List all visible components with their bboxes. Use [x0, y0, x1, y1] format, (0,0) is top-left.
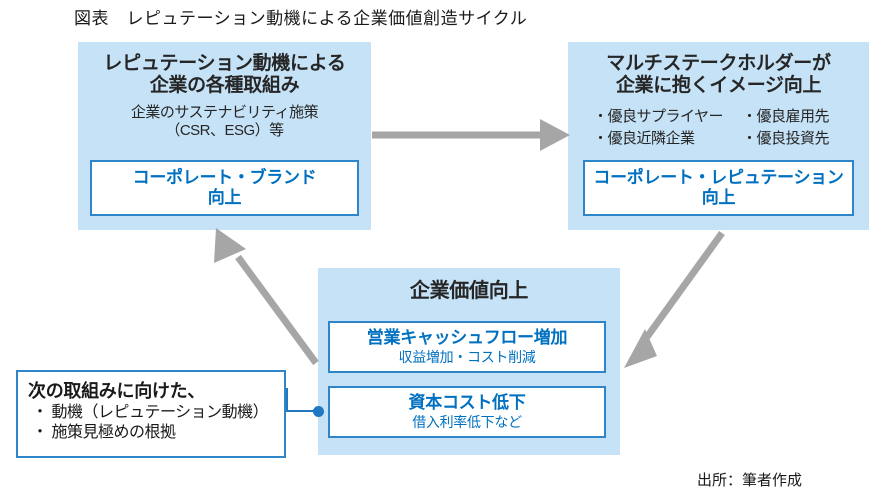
panel-stakeholders: マルチステークホルダーが 企業に抱くイメージ向上 ・優良サプライヤー ・優良雇用… — [568, 42, 869, 230]
panel-corporate-value-heading: 企業価値向上 — [409, 280, 529, 302]
figure-title: 図表 レピュテーション動機による企業価値創造サイクル — [74, 9, 528, 28]
callout-list-item-basis: ・ 施策見極めの根拠 — [32, 424, 176, 442]
arrow-initiatives-to-stakeholders — [372, 119, 570, 151]
connector-line-callout — [286, 410, 320, 412]
connector-line-callout-vertical — [286, 388, 288, 412]
list-item: ・優良雇用先 — [742, 108, 830, 125]
inner-box-cost-of-capital[interactable]: 資本コスト低下 借入利率低下など — [328, 386, 606, 438]
list-item: ・優良サプライヤー — [593, 108, 724, 125]
inner-box-operating-cash-flow-subtitle: 収益増加・コスト削減 — [398, 349, 536, 366]
inner-box-corporate-reputation-title: コーポレート・レピュテーション 向上 — [593, 167, 844, 207]
callout-list-item-motive: ・ 動機（レピュテーション動機） — [32, 403, 269, 421]
panel-initiatives-subtitle: 企業のサステナビリティ施策 （CSR、ESG）等 — [130, 104, 319, 140]
source-note: 出所：筆者作成 — [697, 473, 803, 489]
panel-stakeholders-bullets: ・優良サプライヤー ・優良雇用先 ・優良近隣企業 ・優良投資先 — [593, 105, 867, 149]
inner-box-operating-cash-flow[interactable]: 営業キャッシュフロー増加 収益増加・コスト削減 — [328, 321, 606, 373]
inner-box-cost-of-capital-title: 資本コスト低下 — [408, 392, 526, 412]
inner-box-corporate-brand-title: コーポレート・ブランド 向上 — [132, 167, 317, 207]
inner-box-corporate-reputation[interactable]: コーポレート・レピュテーション 向上 — [583, 160, 854, 216]
connector-dot-callout — [313, 406, 324, 417]
inner-box-cost-of-capital-subtitle: 借入利率低下など — [412, 414, 522, 431]
inner-box-operating-cash-flow-title: 営業キャッシュフロー増加 — [366, 327, 568, 347]
callout-title: 次の取組みに向けた、 — [28, 381, 205, 401]
panel-stakeholders-heading: マルチステークホルダーが 企業に抱くイメージ向上 — [606, 53, 831, 97]
callout-next-initiatives[interactable]: 次の取組みに向けた、 ・ 動機（レピュテーション動機） ・ 施策見極めの根拠 — [16, 370, 286, 458]
panel-corporate-value: 企業価値向上 営業キャッシュフロー増加 収益増加・コスト削減 資本コスト低下 借… — [318, 268, 620, 455]
arrow-stakeholders-to-corporate-value — [624, 230, 725, 368]
inner-box-corporate-brand[interactable]: コーポレート・ブランド 向上 — [90, 160, 359, 216]
list-item: ・優良近隣企業 — [593, 130, 695, 147]
panel-initiatives-heading: レピュテーション動機による 企業の各種取組み — [103, 53, 346, 97]
panel-initiatives: レピュテーション動機による 企業の各種取組み 企業のサステナビリティ施策 （CS… — [78, 42, 371, 230]
arrow-corporate-value-to-initiatives — [214, 228, 319, 366]
list-item: ・優良投資先 — [742, 130, 830, 147]
